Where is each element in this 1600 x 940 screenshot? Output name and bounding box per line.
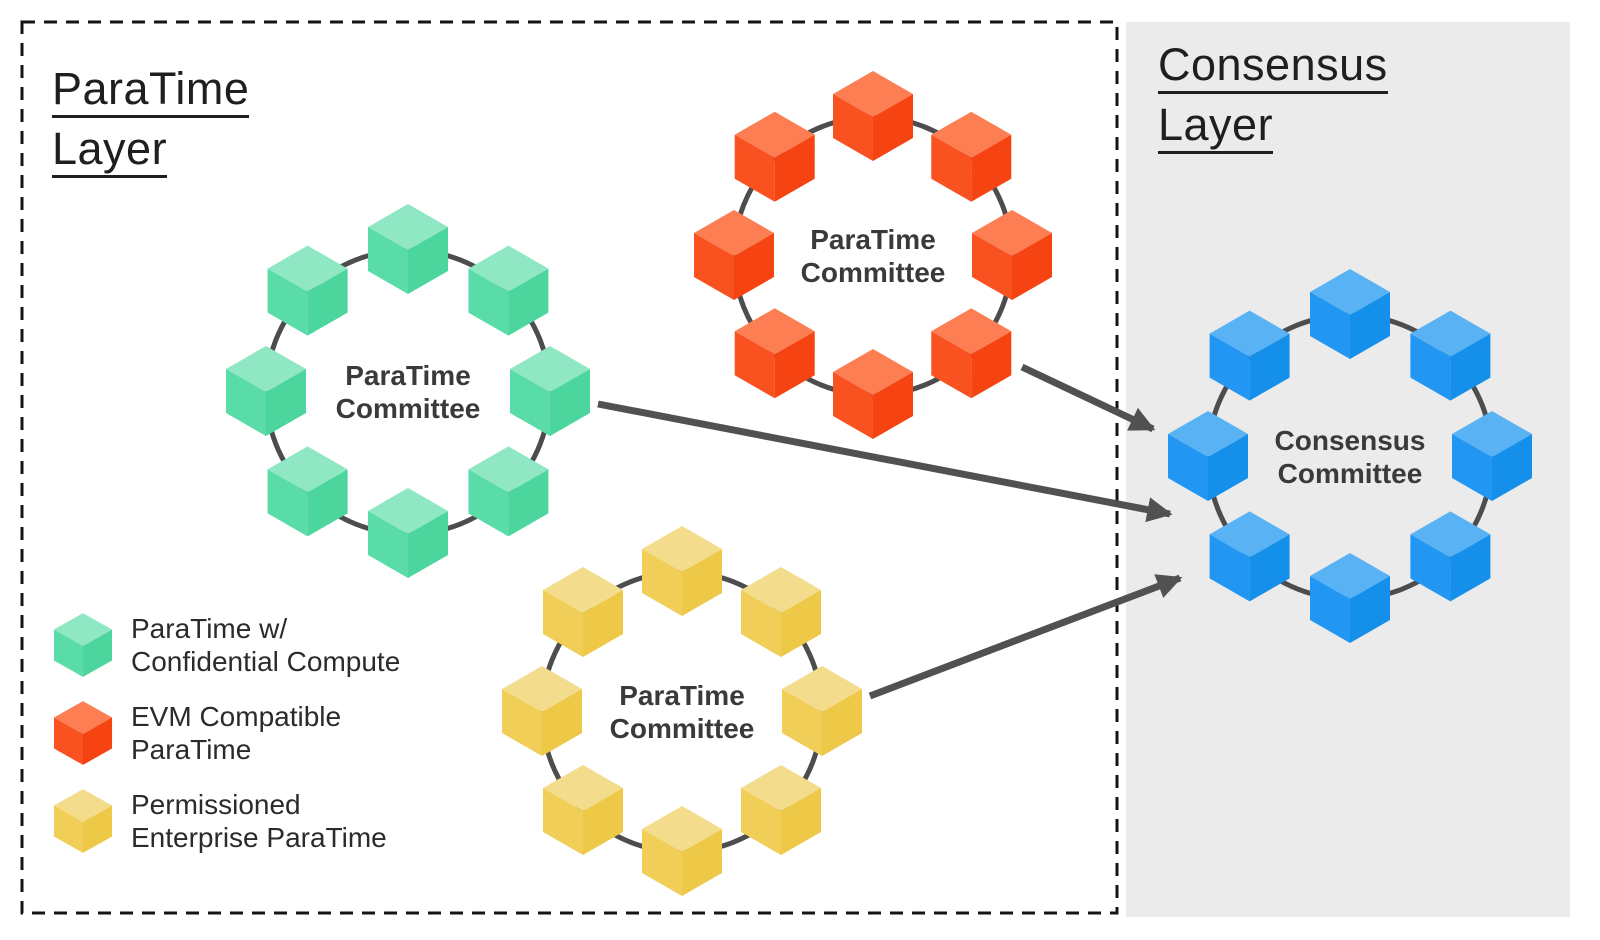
paratime-layer-title-line2: Layer xyxy=(52,126,168,178)
enterprise-paratime-committee-label: ParaTime Committee xyxy=(610,679,755,745)
legend-label-line: Enterprise ParaTime xyxy=(131,822,387,853)
legend-item-enterprise: Permissioned Enterprise ParaTime xyxy=(53,788,400,854)
paratime-committee-enterprise-cube xyxy=(502,666,582,756)
committee-label-line: Committee xyxy=(800,257,946,288)
paratime-committee-confidential-cube xyxy=(267,446,348,537)
paratime-committee-enterprise-cube xyxy=(642,526,722,616)
consensus-committee-cube xyxy=(1310,553,1390,643)
legend-item-confidential: ParaTime w/ Confidential Compute xyxy=(53,612,400,678)
committee-label-line: Committee xyxy=(609,713,755,744)
legend: ParaTime w/ Confidential Compute EVM Com… xyxy=(53,612,400,876)
red-cube-icon xyxy=(53,701,113,765)
legend-label-line: Permissioned xyxy=(131,789,301,820)
paratime-layer-border xyxy=(20,20,1119,915)
paratime-committee-enterprise-cube xyxy=(740,567,821,658)
legend-item-label: Permissioned Enterprise ParaTime xyxy=(131,788,387,854)
arrow-paratime-committee-enterprise-to-consensus-committee xyxy=(868,574,1183,700)
consensus-committee-cube xyxy=(1410,310,1491,401)
paratime-layer-title: ParaTime Layer xyxy=(52,66,250,186)
committee-label-line: Consensus xyxy=(1274,425,1426,456)
consensus-layer-title-line1: Consensus xyxy=(1158,42,1388,94)
legend-item-label: ParaTime w/ Confidential Compute xyxy=(131,612,400,678)
paratime-committee-evm-cube xyxy=(694,210,774,300)
evm-paratime-committee-label: ParaTime Committee xyxy=(801,223,946,289)
paratime-layer-title-line1: ParaTime xyxy=(52,66,250,118)
paratime-committee-confidential-cube xyxy=(368,204,448,294)
paratime-committee-confidential-cube xyxy=(368,488,448,578)
paratime-committee-confidential-cube xyxy=(468,446,549,537)
consensus-committee-label: Consensus Committee xyxy=(1275,424,1426,490)
legend-label-line: EVM Compatible xyxy=(131,701,342,732)
legend-label-line: ParaTime w/ xyxy=(131,613,288,644)
paratime-committee-enterprise-cube xyxy=(543,764,624,855)
paratime-committee-confidential-cube xyxy=(267,245,348,336)
legend-label-line: Confidential Compute xyxy=(131,646,401,677)
paratime-committee-evm-cube xyxy=(931,308,1012,399)
paratime-committee-evm-cube xyxy=(833,349,913,439)
paratime-committee-enterprise-cube xyxy=(543,567,624,658)
paratime-committee-confidential-cube xyxy=(226,346,306,436)
paratime-committee-confidential-cube xyxy=(468,245,549,336)
paratime-committee-enterprise-cube xyxy=(642,806,722,896)
committee-label-line: ParaTime xyxy=(345,360,471,391)
paratime-committee-enterprise-cube xyxy=(740,764,821,855)
consensus-committee-cube xyxy=(1410,511,1491,602)
paratime-committee-evm-cube xyxy=(734,308,815,399)
legend-item-label: EVM Compatible ParaTime xyxy=(131,700,341,766)
consensus-committee-cube xyxy=(1452,411,1532,501)
confidential-paratime-committee-label: ParaTime Committee xyxy=(336,359,481,425)
paratime-committee-evm-cube xyxy=(734,111,815,202)
paratime-committee-enterprise-cube xyxy=(782,666,862,756)
consensus-committee-cube xyxy=(1209,511,1290,602)
arrow-paratime-committee-evm-to-consensus-committee xyxy=(1020,363,1156,433)
paratime-committee-evm-cube xyxy=(931,111,1012,202)
committee-label-line: ParaTime xyxy=(619,680,745,711)
arrow-paratime-committee-confidential-to-consensus-committee xyxy=(597,400,1173,523)
legend-label-line: ParaTime xyxy=(131,734,252,765)
committee-label-line: Committee xyxy=(335,393,481,424)
legend-item-evm: EVM Compatible ParaTime xyxy=(53,700,400,766)
consensus-layer-title-line2: Layer xyxy=(1158,102,1274,154)
consensus-committee-cube xyxy=(1168,411,1248,501)
paratime-committee-evm-cube xyxy=(833,71,913,161)
paratime-committee-confidential-cube xyxy=(510,346,590,436)
committee-label-line: Committee xyxy=(1277,458,1423,489)
consensus-committee-cube xyxy=(1310,269,1390,359)
paratime-committee-evm-cube xyxy=(972,210,1052,300)
consensus-layer-title: Consensus Layer xyxy=(1158,42,1388,162)
committee-label-line: ParaTime xyxy=(810,224,936,255)
green-cube-icon xyxy=(53,613,113,677)
consensus-committee-cube xyxy=(1209,310,1290,401)
yellow-cube-icon xyxy=(53,789,113,853)
